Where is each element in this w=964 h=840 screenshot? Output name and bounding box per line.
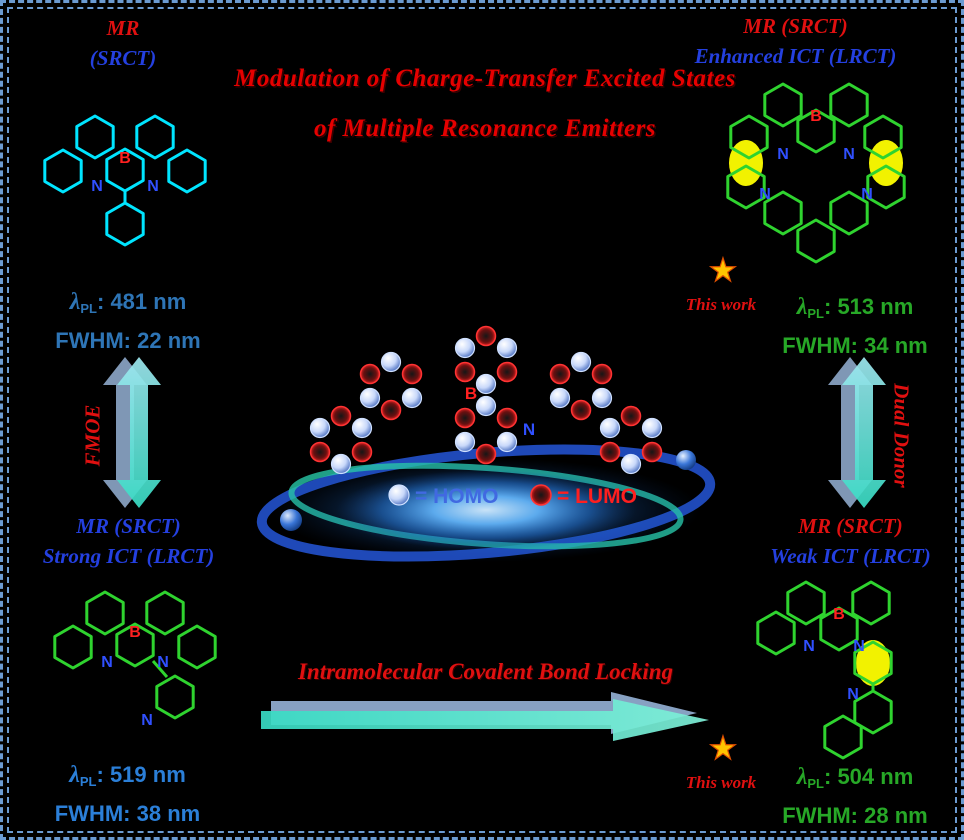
star-icon: ★ [708, 252, 738, 288]
title-line-1: Modulation of Charge-Transfer Excited St… [234, 65, 736, 92]
state-right-result: MR (SRCT) Weak ICT (LRCT) [738, 511, 961, 571]
lumo-sphere-icon [530, 484, 552, 506]
state-top-left-line1: MR [106, 16, 140, 40]
fwhm-line: FWHM: 34 nm [782, 333, 928, 358]
yellow-highlight [869, 140, 903, 186]
fwhm-line: FWHM: 22 nm [55, 328, 201, 353]
photophysics-bottom-right: λPL: 504 nm FWHM: 28 nm [755, 761, 955, 832]
lambda-subscript: PL [807, 306, 824, 321]
lambda-pl-line: λPL: 513 nm [755, 291, 955, 330]
state-top-left-line2: (SRCT) [89, 46, 157, 70]
fwhm-line: FWHM: 38 nm [54, 801, 201, 826]
photophysics-bottom-left: λPL: 519 nm FWHM: 38 nm [15, 759, 240, 830]
figure-title: Modulation of Charge-Transfer Excited St… [185, 65, 785, 165]
lambda-symbol: λ [69, 762, 80, 788]
lambda-subscript: PL [79, 774, 97, 789]
state-right-result-line1: MR (SRCT) [798, 514, 903, 538]
atom-nitrogen: N [777, 146, 789, 163]
state-right-result-line2: Weak ICT (LRCT) [770, 544, 931, 568]
bottom-transition-arrow [261, 692, 709, 741]
atom-boron: B [119, 150, 131, 167]
homo-sphere-icon [388, 484, 410, 506]
state-left-result-line2: Strong ICT (LRCT) [42, 544, 215, 568]
atom-nitrogen: N [853, 638, 865, 655]
homo-legend-label: = HOMO [415, 485, 498, 508]
orbit-ball-right [676, 450, 696, 470]
this-work-label-bottom: This work [685, 773, 757, 792]
atom-boron: B [129, 624, 141, 641]
state-top-right-line1: MR (SRCT) [743, 14, 848, 38]
right-transition-arrow [828, 357, 886, 508]
lambda-symbol: λ [69, 289, 81, 315]
molecule-bottom-right-this-work: B N N N [756, 580, 893, 760]
ring-system [756, 580, 893, 760]
arrow-teal-layer [117, 357, 161, 508]
lumo-legend-label: = LUMO [557, 485, 637, 508]
star-icon: ★ [708, 730, 738, 766]
state-left-result: MR (SRCT) Strong ICT (LRCT) [11, 511, 246, 571]
atom-nitrogen: N [803, 638, 815, 655]
atom-boron: B [810, 108, 822, 125]
molecule-sphere-model: B N [309, 325, 663, 475]
fwhm-line: FWHM: 28 nm [782, 803, 928, 828]
atom-nitrogen: N [157, 654, 169, 671]
lambda-value: : 513 nm [824, 294, 914, 319]
this-work-label-top: This work [685, 295, 757, 314]
arrow-teal-layer [842, 357, 886, 508]
photophysics-top-left: λPL: 481 nm FWHM: 22 nm [18, 286, 238, 357]
molecule-top-left-mr: B N N [43, 114, 207, 247]
arrow-teal-layer [261, 699, 709, 741]
yellow-highlight [729, 140, 763, 186]
state-left-result-line1: MR (SRCT) [76, 514, 181, 538]
lambda-pl-line: λPL: 519 nm [15, 759, 240, 798]
photophysics-top-right: λPL: 513 nm FWHM: 34 nm [755, 291, 955, 362]
title-line-2: of Multiple Resonance Emitters [313, 115, 657, 142]
atom-nitrogen: N [843, 146, 855, 163]
ring-system [43, 114, 207, 247]
arrow-lightblue-layer [828, 357, 872, 508]
state-top-left: MR (SRCT) [33, 13, 213, 73]
lambda-symbol: λ [796, 764, 808, 790]
homo-lumo-legend: = HOMO = LUMO [388, 484, 637, 508]
lambda-pl-line: λPL: 481 nm [18, 286, 238, 325]
atom-nitrogen: N [847, 686, 859, 703]
atom-nitrogen: N [91, 178, 103, 195]
left-arrow-label: FMOE [80, 404, 105, 467]
state-top-right-line2: Enhanced ICT (LRCT) [694, 44, 897, 68]
atom-boron: B [833, 606, 845, 623]
atom-nitrogen: N [141, 712, 153, 729]
lambda-value: : 481 nm [97, 289, 187, 314]
yellow-highlight [856, 640, 890, 686]
molecule-bottom-left: B N N N [53, 590, 217, 729]
state-top-right: MR (SRCT) Enhanced ICT (LRCT) [638, 11, 953, 71]
atom-nitrogen: N [147, 178, 159, 195]
ring-system [53, 590, 217, 720]
atom-boron: B [465, 384, 477, 403]
left-transition-arrow [103, 357, 161, 508]
molecule-top-right-this-work: B N N N N [726, 82, 906, 264]
atom-nitrogen: N [523, 420, 535, 439]
atom-nitrogen: N [759, 186, 771, 203]
lambda-value: : 504 nm [824, 764, 914, 789]
lambda-subscript: PL [80, 301, 97, 316]
central-homo-lumo-art: = HOMO = LUMO [256, 325, 716, 562]
atom-nitrogen: N [101, 654, 113, 671]
lambda-pl-line: λPL: 504 nm [755, 761, 955, 800]
right-arrow-label: Dual Donor [889, 383, 914, 488]
lambda-value: : 519 nm [96, 762, 186, 787]
arrow-lightblue-layer [103, 357, 147, 508]
atom-nitrogen: N [861, 186, 873, 203]
glow [271, 458, 701, 562]
lambda-symbol: λ [796, 294, 808, 320]
lambda-subscript: PL [807, 776, 824, 791]
bottom-arrow-label: Intramolecular Covalent Bond Locking [297, 659, 674, 684]
